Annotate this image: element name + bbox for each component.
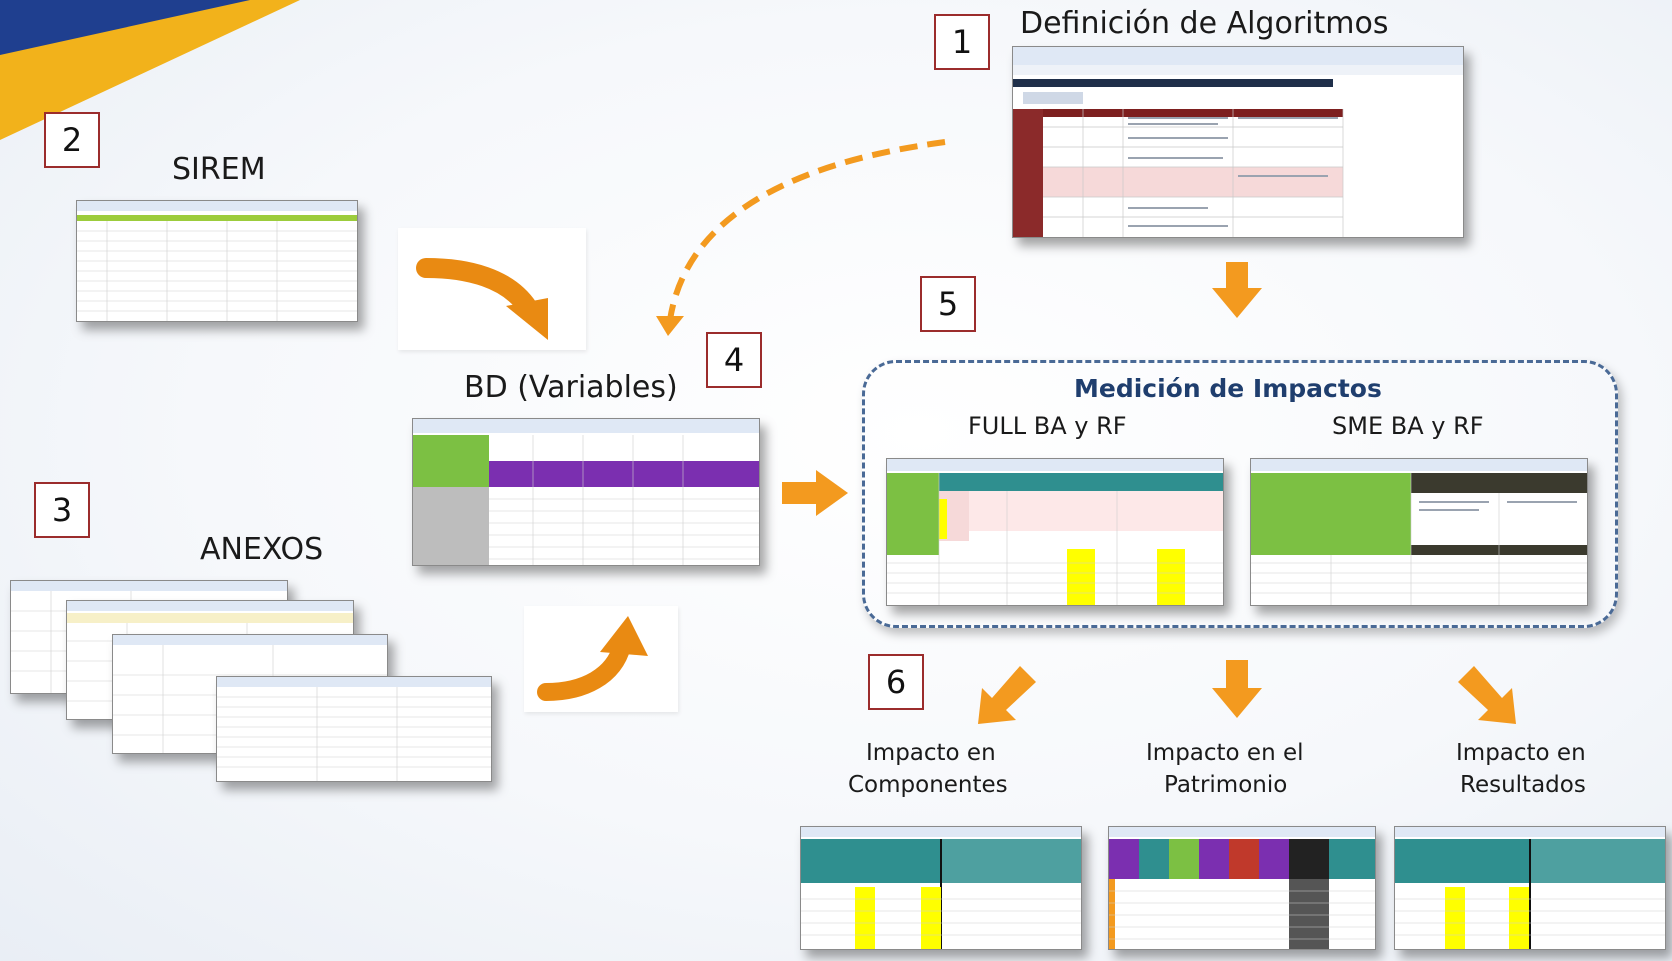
down-right-arrow-icon xyxy=(1458,666,1516,724)
anexo-sheet-4 xyxy=(216,676,492,782)
components-impact-spreadsheet xyxy=(800,826,1082,950)
down-arrow-icon xyxy=(1212,660,1262,718)
step-2-number: 2 xyxy=(44,112,100,168)
step-1-title: Definición de Algoritmos xyxy=(1020,6,1389,41)
impact-measurement-title: Medición de Impactos xyxy=(1074,374,1382,403)
curved-arrow-icon xyxy=(537,616,648,701)
results-impact-spreadsheet xyxy=(1394,826,1666,950)
impact-components-line2: Componentes xyxy=(848,772,1008,798)
algorithms-spreadsheet xyxy=(1012,46,1464,238)
step-5-number: 5 xyxy=(920,276,976,332)
step-6-number: 6 xyxy=(868,654,924,710)
sirem-to-database-arrow xyxy=(398,228,586,350)
equity-impact-spreadsheet xyxy=(1108,826,1376,950)
impact-equity-line1: Impacto en el xyxy=(1146,740,1304,766)
impact-measurement-panel xyxy=(862,360,1618,628)
sme-ba-rf-spreadsheet xyxy=(1250,458,1588,606)
down-arrow-icon xyxy=(1212,262,1262,318)
curved-arrow-icon xyxy=(416,258,548,340)
sme-ba-rf-label: SME BA y RF xyxy=(1332,412,1484,440)
full-ba-rf-spreadsheet xyxy=(886,458,1224,606)
right-arrow-icon xyxy=(782,470,848,516)
step-4-number: 4 xyxy=(706,332,762,388)
variables-database-spreadsheet xyxy=(412,418,760,566)
step-1-number: 1 xyxy=(934,14,990,70)
step-4-title: BD (Variables) xyxy=(464,370,678,405)
impact-results-line1: Impacto en xyxy=(1456,740,1586,766)
sirem-spreadsheet xyxy=(76,200,358,322)
impact-equity-line2: Patrimonio xyxy=(1164,772,1288,798)
step-3-number: 3 xyxy=(34,482,90,538)
anexos-to-database-arrow xyxy=(524,606,678,712)
step-2-title: SIREM xyxy=(172,152,266,187)
full-ba-rf-label: FULL BA y RF xyxy=(968,412,1127,440)
impact-results-line2: Resultados xyxy=(1460,772,1586,798)
corner-decoration xyxy=(0,0,300,140)
down-left-arrow-icon xyxy=(978,666,1036,724)
step-3-title: ANEXOS xyxy=(200,532,324,567)
dashed-curved-arrow-icon xyxy=(656,139,946,336)
impact-components-line1: Impacto en xyxy=(866,740,996,766)
